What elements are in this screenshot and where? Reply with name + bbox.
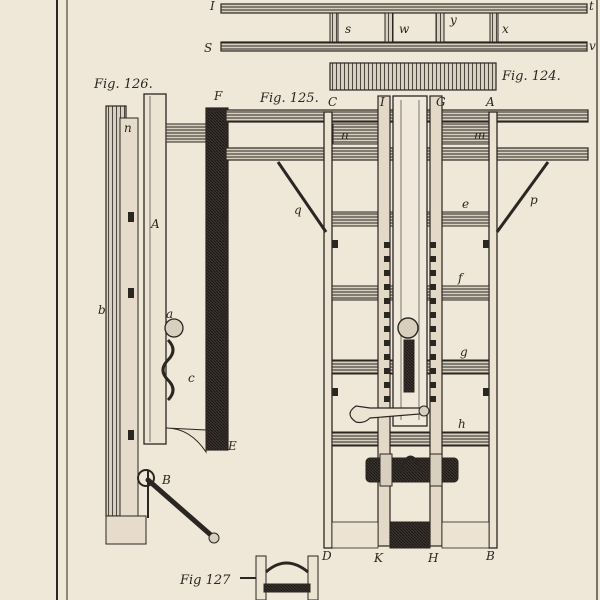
- label-fig-127: Fig 127: [179, 573, 231, 588]
- label-fig-126: Fig. 126.: [93, 77, 153, 92]
- top-beam-lower: [220, 41, 588, 52]
- label-125-p: p: [530, 193, 538, 207]
- label-125-G: G: [436, 95, 446, 109]
- label-126-A: A: [150, 217, 160, 231]
- label-top-w: w: [399, 22, 410, 36]
- label-125-C: C: [328, 95, 337, 109]
- label-125-h: h: [458, 417, 466, 431]
- label-125-m: m: [474, 128, 485, 142]
- label-126-B: B: [161, 473, 171, 487]
- label-126-a: a: [166, 307, 173, 321]
- label-126-n: n: [124, 121, 132, 135]
- label-top-x: x: [502, 22, 509, 36]
- label-126-E: E: [227, 439, 237, 453]
- label-125-D: D: [321, 549, 332, 563]
- label-126-c: c: [188, 371, 195, 385]
- label-top-t: t: [589, 0, 594, 13]
- top-beam-block: [329, 62, 497, 91]
- label-125-I: I: [379, 95, 385, 109]
- label-126-b: b: [98, 303, 106, 317]
- label-top-y: y: [449, 13, 457, 27]
- fig125-frame: [225, 95, 589, 549]
- fig126-frame: [105, 93, 229, 545]
- label-125-H: H: [427, 551, 439, 565]
- fig127-device: [240, 555, 319, 600]
- label-125-A: A: [485, 95, 495, 109]
- top-beam-upper: [220, 3, 588, 14]
- label-top-S: S: [204, 41, 212, 55]
- top-posts: [329, 12, 499, 43]
- label-126-F: F: [213, 89, 223, 103]
- label-top-v: v: [589, 39, 596, 53]
- label-125-f: f: [457, 271, 465, 285]
- label-fig-124: Fig. 124.: [501, 69, 561, 84]
- label-125-B: B: [485, 549, 495, 563]
- label-125-e: e: [462, 197, 469, 211]
- label-fig-125: Fig. 125.: [259, 91, 319, 106]
- plate-border: [56, 0, 598, 600]
- label-125-n: n: [341, 128, 349, 142]
- label-125-K: K: [373, 551, 384, 565]
- label-top-I: I: [209, 0, 215, 13]
- label-125-q: q: [294, 203, 302, 217]
- label-top-s: s: [345, 22, 351, 36]
- label-125-g: g: [460, 345, 468, 359]
